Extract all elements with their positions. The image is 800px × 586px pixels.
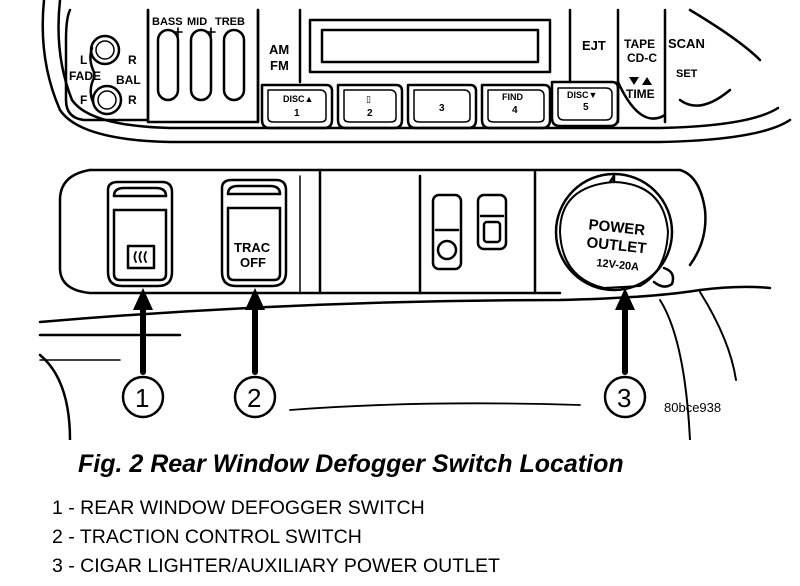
ejt-label: EJT	[582, 38, 606, 53]
legend-list: 1 - REAR WINDOW DEFOGGER SWITCH 2 - TRAC…	[52, 494, 500, 581]
time-label: TIME	[626, 87, 655, 101]
figure-caption: Fig. 2 Rear Window Defogger Switch Locat…	[78, 450, 624, 478]
outlet-label-line2: OUTLET	[586, 234, 647, 257]
rear-defogger-icon	[126, 244, 156, 270]
preset-5-num: 5	[583, 102, 589, 113]
bass-label: BASS	[152, 16, 183, 28]
outlet-rating: 12V-20A	[596, 257, 640, 273]
preset-buttons[interactable]	[260, 80, 620, 130]
mid-label: MID	[187, 16, 207, 28]
outlet-label-line1: POWER	[588, 216, 646, 239]
treb-label: TREB	[215, 16, 245, 28]
bal-label: BAL	[116, 73, 141, 87]
legend-item: 1 - REAR WINDOW DEFOGGER SWITCH	[52, 497, 425, 519]
right-bottom-label: R	[128, 93, 137, 107]
preset-3-num: 3	[439, 103, 445, 114]
right-top-label: R	[128, 53, 137, 67]
scan-label: SCAN	[668, 36, 705, 51]
callout-number-2: 2	[247, 383, 261, 413]
time-arrows-icon	[629, 77, 652, 85]
radio-panel	[41, 0, 792, 144]
callout-number-3: 3	[617, 383, 631, 413]
fm-label: FM	[270, 58, 289, 73]
preset-4-num: 4	[512, 105, 518, 116]
callout-arrowheads	[133, 288, 635, 310]
trac-label-line2: OFF	[240, 255, 266, 270]
dashboard-illustration: BASS MID TREB FADE BAL L R F R AM FM EJT…	[38, 0, 792, 440]
rear-defogger-switch[interactable]	[106, 180, 174, 288]
preset-2-top: ▯	[366, 94, 371, 104]
preset-1-top: DISC▲	[283, 94, 313, 104]
legend-item: 2 - TRACTION CONTROL SWITCH	[52, 526, 362, 548]
callout-circle-1	[121, 375, 165, 419]
left-label: L	[80, 53, 87, 67]
callout-arrows	[140, 302, 628, 375]
blank-switches	[431, 193, 508, 271]
preset-4-top: FIND	[502, 92, 523, 102]
switch-panel	[38, 168, 772, 440]
callout-circle-2	[233, 375, 277, 419]
legend-item: 3 - CIGAR LIGHTER/AUXILIARY POWER OUTLET	[52, 555, 500, 577]
trac-label-line1: TRAC	[234, 240, 271, 255]
tone-sliders[interactable]	[156, 27, 246, 102]
am-label: AM	[269, 42, 289, 57]
fade-label: FADE	[69, 69, 101, 83]
preset-2-num: 2	[367, 108, 373, 119]
figure-code: 80bce938	[664, 400, 721, 415]
cdc-label: CD-C	[627, 51, 657, 65]
set-label: SET	[676, 68, 698, 80]
traction-control-switch[interactable]	[220, 178, 288, 288]
preset-1-num: 1	[294, 108, 300, 119]
tape-label: TAPE	[624, 37, 655, 51]
callout-number-1: 1	[135, 383, 149, 413]
power-outlet[interactable]	[554, 172, 675, 292]
front-label: F	[80, 93, 87, 107]
preset-5-top: DISC▼	[567, 90, 597, 100]
callout-circle-3	[603, 375, 647, 419]
fade-balance-controls[interactable]	[89, 34, 123, 116]
